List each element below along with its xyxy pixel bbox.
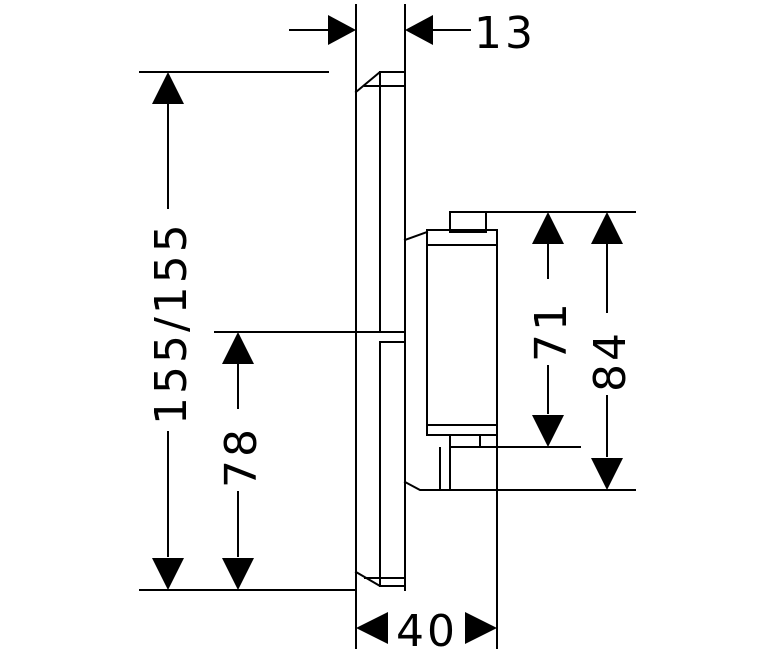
dimension-155-label: 155/155 [146,221,197,425]
cover-plate [354,4,406,591]
valve-body [403,211,498,491]
dimension-84: 84 [439,212,636,491]
dimension-84-label: 84 [585,330,636,392]
dimension-13-label: 13 [474,8,536,59]
dimension-40: 40 [355,434,498,650]
dimension-78-label: 78 [216,426,267,488]
dimension-155: 155/155 [139,71,357,591]
dimension-71-label: 71 [526,300,577,362]
dimension-40-label: 40 [396,606,458,650]
dimension-78: 78 [214,331,381,590]
dimension-13: 13 [289,8,536,59]
dimension-71: 71 [479,211,636,448]
